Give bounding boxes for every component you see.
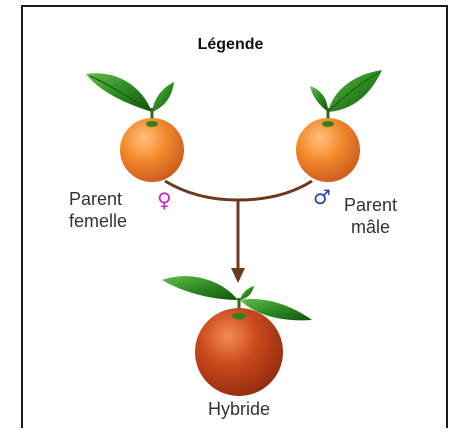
male-parent-orange	[296, 70, 382, 182]
female-parent-label-line2: femelle	[69, 211, 128, 231]
leaf-icon	[152, 82, 174, 112]
leaf-icon	[86, 73, 152, 112]
frame-border	[21, 5, 448, 428]
female-parent-label-line1: Parent	[69, 189, 123, 209]
hybrid-label: Hybride	[207, 399, 271, 419]
male-symbol-icon: ♂	[313, 185, 331, 209]
female-parent-orange	[86, 73, 184, 182]
female-symbol-icon: ♀	[157, 188, 172, 212]
female-parent-label: Parent femelle	[69, 188, 127, 232]
leaf-icon	[240, 298, 312, 321]
leaf-icon	[328, 70, 382, 112]
leaf-icon	[310, 86, 328, 112]
male-parent-label: Parent mâle	[344, 194, 397, 238]
leaf-icon	[162, 276, 238, 300]
leaf-icon	[240, 286, 254, 300]
descent-arrow-head	[231, 268, 245, 283]
male-parent-label-line2: mâle	[351, 217, 391, 237]
hybrid-orange	[162, 276, 312, 396]
legend-title: Légende	[197, 36, 264, 53]
parent-connector-line	[164, 179, 313, 202]
male-parent-label-line1: Parent	[344, 195, 398, 215]
